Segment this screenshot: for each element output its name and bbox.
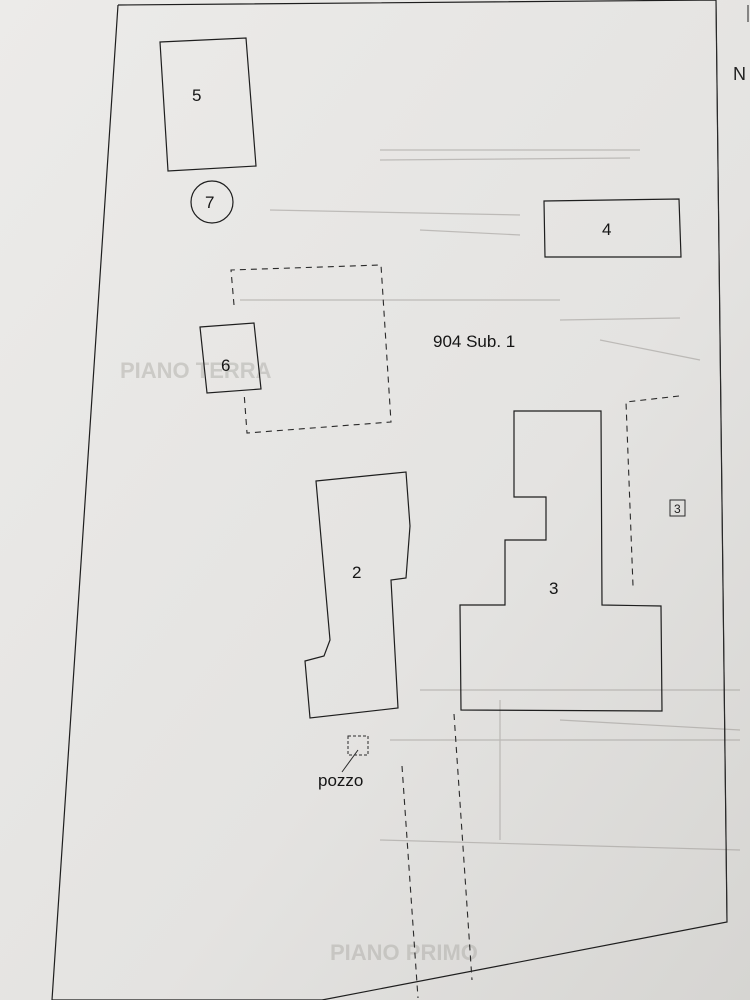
ghost-show-through: PIANO TERRA PIANO PRIMO — [120, 149, 741, 965]
building-6 — [199, 322, 262, 394]
small-box-3 — [669, 499, 686, 517]
road-dashed-line-left — [401, 765, 419, 999]
building-3 — [459, 410, 663, 712]
dashed-boundary-right — [625, 395, 680, 587]
building-4-label: 4 — [602, 220, 611, 239]
small-box-3-label: 3 — [674, 502, 681, 516]
pozzo-label: pozzo — [318, 771, 363, 790]
parcel-boundary — [51, 0, 728, 1000]
building-7-circle — [190, 180, 234, 224]
building-2 — [304, 471, 411, 719]
svg-text:PIANO TERRA: PIANO TERRA — [120, 358, 272, 383]
building-7-label: 7 — [205, 193, 214, 212]
svg-text:PIANO PRIMO: PIANO PRIMO — [330, 940, 478, 965]
sheet-edge-line — [715, 0, 728, 923]
building-5-label: 5 — [192, 86, 201, 105]
building-4 — [543, 198, 682, 258]
road-dashed-line-right — [453, 713, 473, 981]
pozzo-symbol — [347, 735, 369, 756]
building-6-label: 6 — [221, 356, 230, 375]
building-5 — [159, 37, 257, 172]
north-label: N — [733, 64, 746, 84]
building-3-label: 3 — [549, 579, 558, 598]
building-2-label: 2 — [352, 563, 361, 582]
parcel-label: 904 Sub. 1 — [433, 332, 515, 351]
pozzo-leader-line — [341, 749, 359, 773]
